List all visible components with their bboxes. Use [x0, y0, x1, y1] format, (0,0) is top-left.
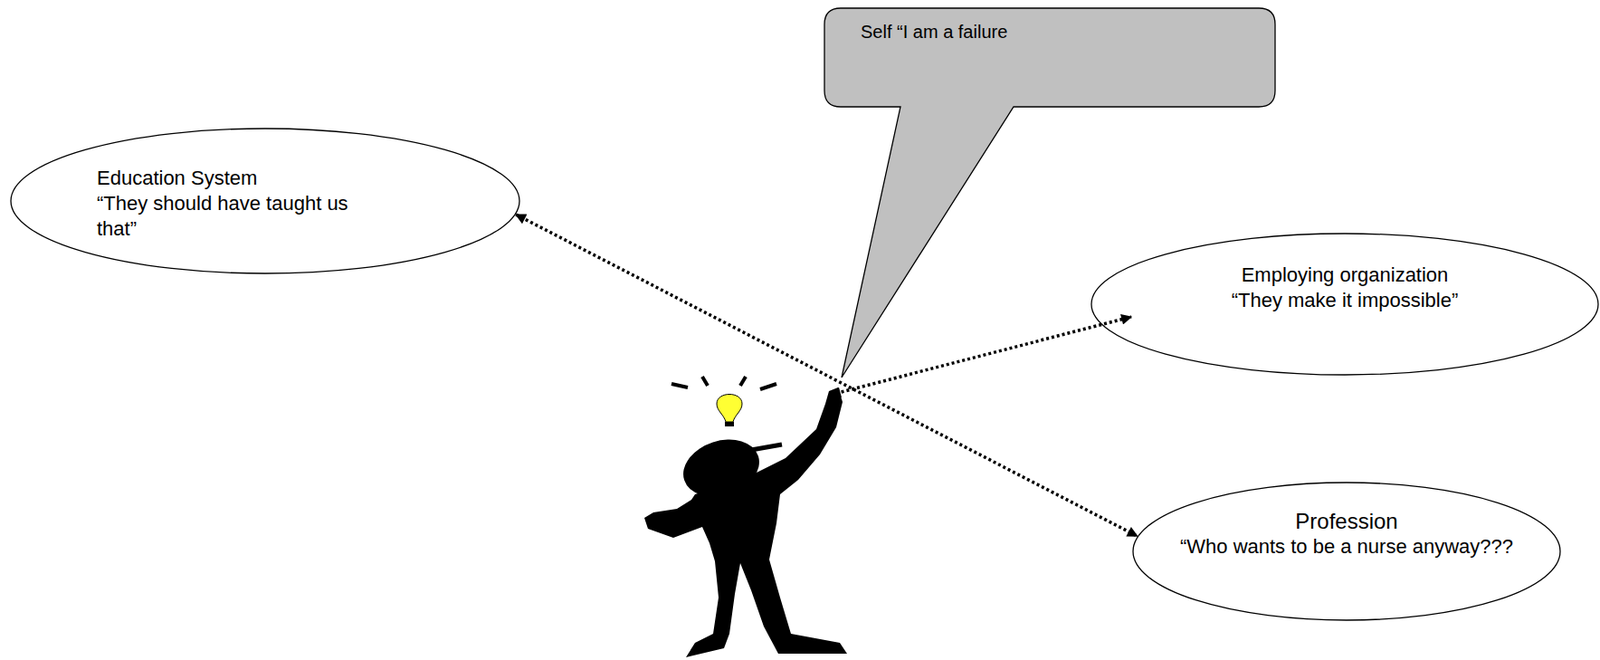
ellipse-shape — [10, 128, 520, 274]
person-silhouette — [644, 387, 848, 658]
connector-layer — [515, 214, 1138, 536]
bulb-glass — [716, 394, 743, 423]
dotted-arrow — [515, 214, 1138, 536]
bulb-base — [724, 421, 734, 427]
text-group: Profession“Who wants to be a nurse anywa… — [1132, 481, 1562, 560]
text-group: Employing organization“They make it impo… — [1090, 232, 1600, 314]
node-quote: “They make it impossible” — [1090, 287, 1600, 314]
body-silhouette — [644, 387, 848, 658]
head — [676, 429, 767, 506]
thought-callout: Self “I am a failure — [824, 8, 1276, 107]
node-heading: Self “I am a failure — [860, 19, 1268, 45]
bulb-ray — [740, 376, 746, 386]
bulb-ray — [760, 383, 777, 390]
ellipse-shape — [1091, 233, 1599, 375]
dotted-arrow — [830, 316, 1132, 395]
text-group: Education System“They should have taught… — [9, 127, 387, 242]
ellipse-shape — [1133, 482, 1561, 620]
ellipse-node: Profession“Who wants to be a nurse anywa… — [1132, 481, 1562, 621]
node-quote: “They should have taught us that” — [96, 190, 387, 242]
node-heading: Education System — [96, 165, 387, 191]
bulb-ray — [671, 383, 688, 388]
node-quote: “Who wants to be a nurse anyway??? — [1132, 533, 1562, 560]
bulb-ray — [702, 376, 708, 386]
text-group: Self “I am a failure — [824, 8, 1268, 45]
ellipse-node: Education System“They should have taught… — [9, 127, 521, 275]
node-heading: Employing organization — [1090, 262, 1600, 288]
ellipse-node: Employing organization“They make it impo… — [1090, 232, 1600, 376]
cigarette-line — [751, 444, 782, 450]
light-bulb — [671, 376, 777, 427]
node-heading: Profession — [1132, 508, 1562, 534]
